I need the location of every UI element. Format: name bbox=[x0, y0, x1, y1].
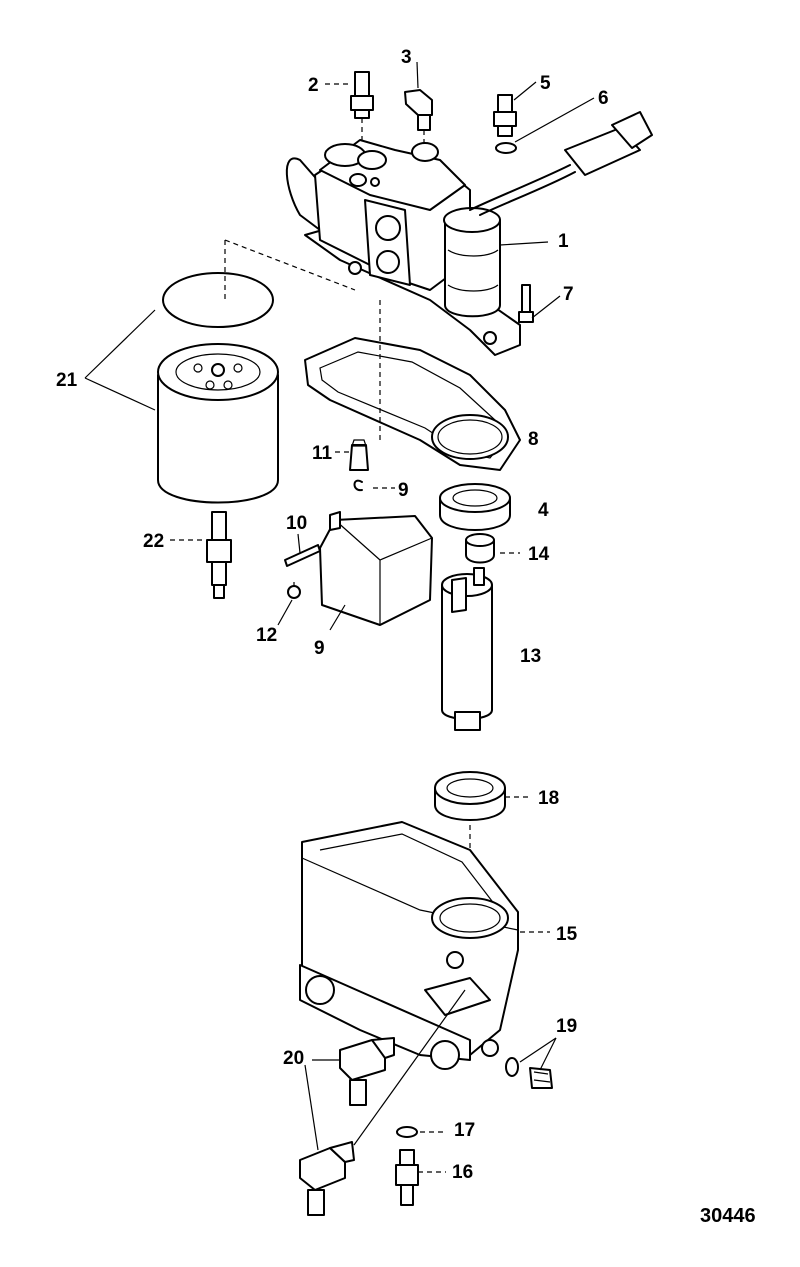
callout-3: 3 bbox=[401, 47, 412, 68]
callout-17: 17 bbox=[454, 1120, 475, 1141]
leader-lines bbox=[84, 61, 595, 1173]
callout-10: 10 bbox=[286, 513, 307, 534]
callout-14: 14 bbox=[528, 544, 550, 565]
cap-part-14 bbox=[465, 533, 495, 564]
callout-11: 11 bbox=[312, 443, 333, 464]
screw-part-7 bbox=[518, 284, 534, 323]
o-ring-part-17 bbox=[396, 1126, 418, 1138]
callout-2: 2 bbox=[308, 75, 319, 96]
elbow-fitting-part-3 bbox=[404, 89, 433, 145]
callout-20: 20 bbox=[283, 1048, 304, 1069]
figure-number: 30446 bbox=[700, 1205, 756, 1227]
fuel-filter-part-21 bbox=[157, 343, 279, 504]
elbow-part-20-lower bbox=[299, 1141, 355, 1216]
callout-22: 22 bbox=[143, 531, 164, 552]
elbow-part-20-upper bbox=[339, 1037, 395, 1106]
clip-part-9 bbox=[353, 479, 363, 492]
screw-part-12 bbox=[287, 582, 301, 599]
plug-part-19 bbox=[529, 1067, 553, 1089]
callout-13: 13 bbox=[520, 646, 541, 667]
callout-12: 12 bbox=[256, 625, 277, 646]
callout-21: 21 bbox=[56, 370, 78, 391]
callout-4: 4 bbox=[538, 500, 549, 521]
pin-part-10 bbox=[284, 544, 321, 567]
connector-part-11 bbox=[349, 439, 369, 471]
o-ring-part-6 bbox=[495, 142, 517, 154]
fitting-part-2 bbox=[350, 71, 374, 140]
callout-16: 16 bbox=[452, 1162, 473, 1183]
pump-housing-part bbox=[285, 111, 653, 356]
callout-5: 5 bbox=[540, 73, 551, 94]
filter-o-ring bbox=[162, 272, 274, 328]
callout-9-bracket: 9 bbox=[314, 638, 325, 659]
o-ring-part-19 bbox=[505, 1057, 519, 1077]
sensor-part-16 bbox=[395, 1149, 419, 1206]
fuel-pump-part-13 bbox=[441, 567, 493, 731]
seal-part-4 bbox=[439, 483, 511, 531]
seal-part-18 bbox=[434, 771, 506, 821]
callout-19: 19 bbox=[556, 1016, 577, 1037]
sensor-part-22 bbox=[206, 511, 232, 599]
callout-9-clip: 9 bbox=[398, 480, 409, 501]
callout-15: 15 bbox=[556, 924, 578, 945]
reservoir-part-15 bbox=[299, 821, 519, 1070]
callout-6: 6 bbox=[598, 88, 609, 109]
fitting-part-5 bbox=[493, 94, 517, 137]
callout-18: 18 bbox=[538, 788, 559, 809]
callout-7: 7 bbox=[563, 284, 574, 305]
bracket-part-9 bbox=[319, 511, 433, 626]
callout-8: 8 bbox=[528, 429, 539, 450]
callout-1: 1 bbox=[558, 231, 569, 252]
